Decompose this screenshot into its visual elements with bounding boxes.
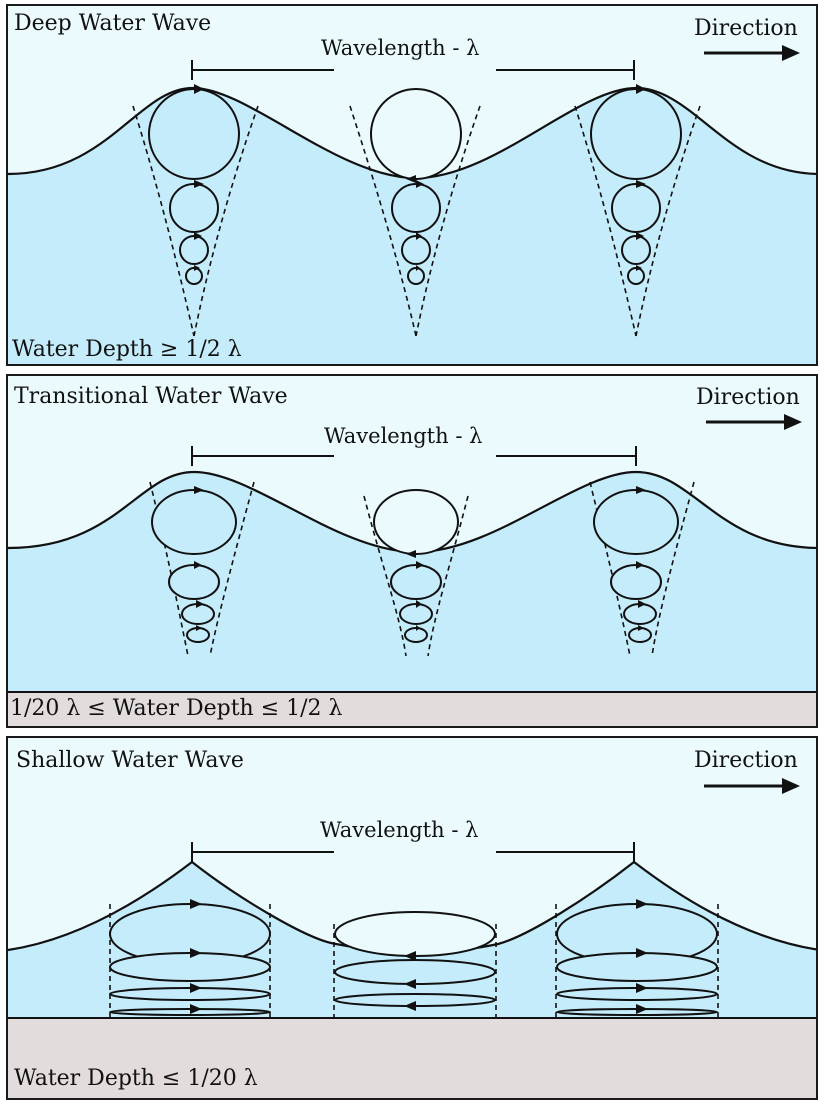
transitional-orbits-crest-left	[151, 489, 237, 643]
transitional-wavelength-bracket	[191, 446, 637, 466]
deep-orbits-crest-right	[590, 88, 682, 285]
transitional-depth-label: 1/20 λ ≤ Water Depth ≤ 1/2 λ	[10, 696, 343, 721]
shallow-orbit-guides	[109, 904, 719, 1018]
shallow-wavelength-label: Wavelength - λ	[320, 818, 479, 842]
transitional-wavelength-label: Wavelength - λ	[324, 424, 483, 448]
deep-wavelength-label: Wavelength - λ	[321, 36, 480, 60]
shallow-panel-title: Shallow Water Wave	[16, 748, 244, 773]
deep-orbit-envelopes	[132, 105, 701, 337]
deep-direction-arrow	[704, 45, 800, 61]
shallow-direction-label: Direction	[694, 748, 798, 773]
shallow-orbits-crest-left	[109, 903, 271, 1016]
transitional-seabed	[8, 692, 816, 726]
shallow-water-diagram	[8, 778, 816, 1098]
transitional-panel-title: Transitional Water Wave	[14, 384, 288, 409]
transitional-water-panel: Transitional Water Wave Direction Wavele…	[6, 374, 818, 728]
deep-direction-label: Direction	[694, 16, 798, 41]
transitional-direction-arrow	[706, 414, 802, 430]
transitional-orbits-crest-right	[593, 489, 679, 643]
deep-depth-label: Water Depth ≥ 1/2 λ	[12, 337, 242, 362]
shallow-seabed	[8, 1018, 816, 1098]
shallow-orbits-crest-right	[556, 903, 718, 1016]
transitional-orbit-arrows	[194, 486, 646, 631]
shallow-direction-arrow	[704, 778, 800, 794]
transitional-direction-label: Direction	[696, 385, 800, 410]
deep-wavelength-bracket	[191, 60, 635, 80]
deep-water-panel: Deep Water Wave Direction Wavelength - λ…	[6, 4, 818, 366]
shallow-orbits-trough	[334, 911, 496, 1007]
deep-orbit-arrows	[194, 84, 646, 271]
shallow-wavelength-bracket	[191, 842, 635, 862]
shallow-depth-label: Water Depth ≤ 1/20 λ	[14, 1066, 258, 1091]
deep-panel-title: Deep Water Wave	[14, 11, 212, 36]
deep-water-diagram	[8, 45, 816, 364]
transitional-water-diagram	[8, 414, 816, 726]
shallow-orbit-arrows	[190, 899, 648, 1014]
transitional-orbits-trough	[373, 489, 459, 643]
shallow-water-panel: Shallow Water Wave Direction Wavelength …	[6, 736, 818, 1100]
